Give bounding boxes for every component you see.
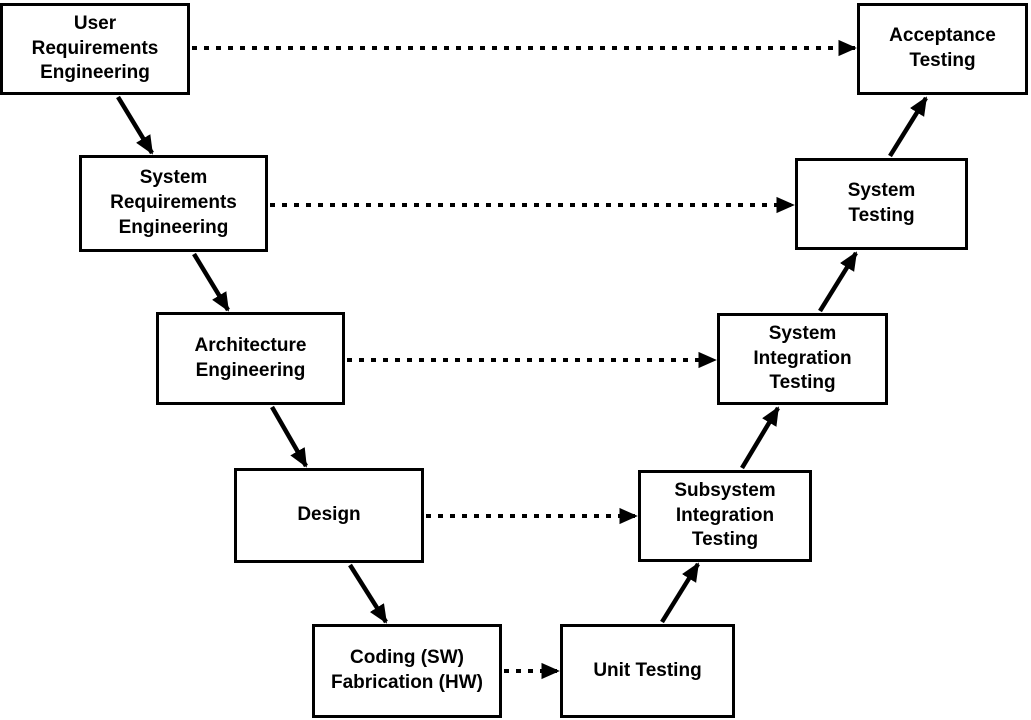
node-label: System Requirements Engineering — [110, 167, 237, 238]
node-label: Acceptance Testing — [889, 25, 996, 71]
node-system-integration-testing[interactable]: System Integration Testing — [717, 313, 888, 405]
node-subsystem-integration-testing[interactable]: Subsystem Integration Testing — [638, 470, 812, 562]
edge-flow-architecture-to-design — [270, 405, 308, 468]
node-system-requirements-engineering[interactable]: System Requirements Engineering — [79, 155, 268, 252]
node-unit-testing[interactable]: Unit Testing — [560, 624, 735, 718]
node-label: User Requirements Engineering — [31, 12, 159, 84]
node-architecture-engineering[interactable]: Architecture Engineering — [156, 312, 345, 405]
edge-flow-unit-testing-to-subsystem-integration — [660, 562, 700, 624]
node-system-testing[interactable]: System Testing — [795, 158, 968, 250]
node-design[interactable]: Design — [234, 468, 424, 563]
node-label: Design — [297, 504, 361, 526]
node-label: System Integration Testing — [753, 322, 852, 394]
node-user-requirements-engineering[interactable]: User Requirements Engineering — [0, 3, 190, 95]
node-label: System Testing — [847, 180, 916, 226]
edge-flow-system-integration-to-system-testing — [818, 251, 858, 313]
node-label: Unit Testing — [593, 659, 702, 681]
node-label: Architecture Engineering — [194, 334, 307, 381]
node-label: Coding (SW) Fabrication (HW) — [331, 647, 483, 693]
node-coding-fabrication[interactable]: Coding (SW) Fabrication (HW) — [312, 624, 502, 718]
edge-flow-subsystem-to-system-integration — [740, 406, 780, 470]
edge-flow-system-req-to-architecture — [192, 252, 230, 312]
edge-flow-design-to-coding — [348, 563, 388, 624]
node-acceptance-testing[interactable]: Acceptance Testing — [857, 3, 1028, 95]
node-label: Subsystem Integration Testing — [674, 479, 776, 551]
edge-flow-system-testing-to-acceptance — [888, 96, 928, 158]
edge-flow-user-req-to-system-req — [116, 95, 154, 155]
